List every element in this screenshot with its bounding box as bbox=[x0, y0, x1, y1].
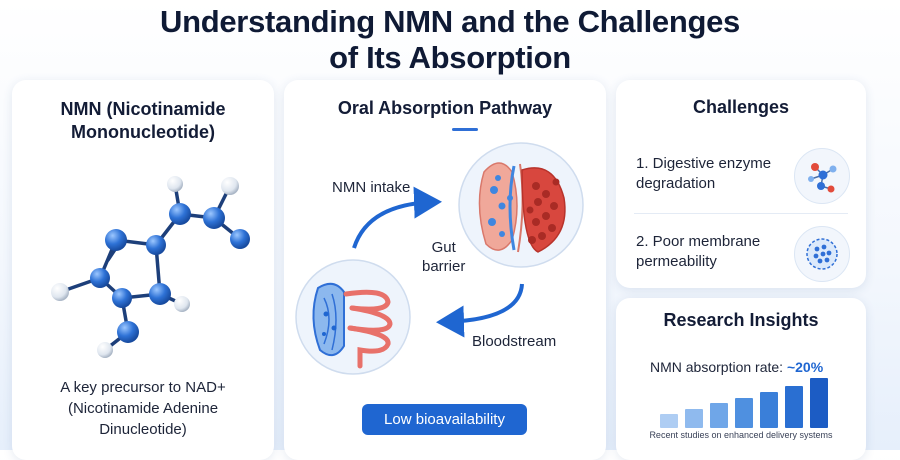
rate-value: ~20% bbox=[786, 359, 824, 375]
bloodstream-label: Bloodstream bbox=[472, 333, 557, 350]
nmn-title-line2: Mononucleotide) bbox=[71, 122, 215, 142]
membrane-cell-icon bbox=[794, 226, 850, 282]
challenge-item-permeability: 2. Poor membrane permeability bbox=[636, 232, 760, 272]
pathway-card-title: Oral Absorption Pathway bbox=[337, 98, 553, 118]
challenge2-line1: 2. Poor membrane bbox=[636, 233, 761, 250]
bloodstream-arrow bbox=[436, 283, 524, 338]
nmn-desc-line1: A key precursor to NAD+ bbox=[60, 379, 226, 396]
nmn-desc-line2: (Nicotinamide Adenine bbox=[67, 400, 219, 417]
challenge1-line1: 1. Digestive enzyme bbox=[636, 155, 772, 172]
bar-2 bbox=[685, 409, 703, 428]
pathway-card: Oral Absorption Pathway bbox=[284, 80, 606, 460]
nmn-card-title: NMN (Nicotinamide Mononucleotide) bbox=[12, 98, 274, 144]
nmn-title-line1: NMN (Nicotinamide bbox=[60, 99, 226, 119]
bar-4 bbox=[735, 398, 753, 428]
enzyme-molecule-icon bbox=[794, 148, 850, 204]
challenges-card: Challenges 1. Digestive enzyme degradati… bbox=[616, 80, 866, 288]
challenges-title: Challenges bbox=[692, 97, 790, 117]
absorption-bar-chart bbox=[660, 378, 830, 428]
low-bioavailability-badge: Low bioavailability bbox=[362, 404, 527, 435]
bar-7 bbox=[810, 378, 828, 428]
bar-1 bbox=[660, 414, 678, 428]
gut-barrier-label: Gut barrier bbox=[422, 238, 465, 276]
title-underline bbox=[452, 128, 478, 131]
rate-label: NMN absorption rate: bbox=[650, 359, 784, 375]
gut-barrier-cell-illustration bbox=[458, 142, 584, 268]
bar-3 bbox=[710, 403, 728, 428]
research-card: Research Insights NMN absorption rate: ~… bbox=[616, 298, 866, 460]
bar-5 bbox=[760, 392, 778, 428]
nmn-description: A key precursor to NAD+ (Nicotinamide Ad… bbox=[12, 377, 274, 440]
challenges-divider bbox=[634, 213, 848, 214]
research-title: Research Insights bbox=[663, 310, 819, 330]
challenge-item-enzyme: 1. Digestive enzyme degradation bbox=[636, 154, 771, 194]
intake-arrow bbox=[352, 186, 442, 249]
molecule-structure-illustration bbox=[51, 176, 250, 358]
research-footnote: Recent studies on enhanced delivery syst… bbox=[649, 430, 833, 440]
intestine-illustration bbox=[295, 259, 411, 375]
absorption-arrows bbox=[352, 186, 524, 338]
gut-label-line1: Gut bbox=[431, 239, 456, 256]
nmn-desc-line3: Dinucleotide) bbox=[99, 421, 187, 438]
nmn-intake-label: NMN intake bbox=[332, 179, 411, 196]
nmn-card: NMN (Nicotinamide Mononucleotide) bbox=[12, 80, 274, 460]
gut-label-line2: barrier bbox=[422, 258, 466, 275]
absorption-rate-text: NMN absorption rate: ~20% bbox=[650, 359, 823, 375]
challenge2-line2: permeability bbox=[636, 253, 717, 270]
challenge1-line2: degradation bbox=[636, 175, 716, 192]
bar-6 bbox=[785, 386, 803, 428]
